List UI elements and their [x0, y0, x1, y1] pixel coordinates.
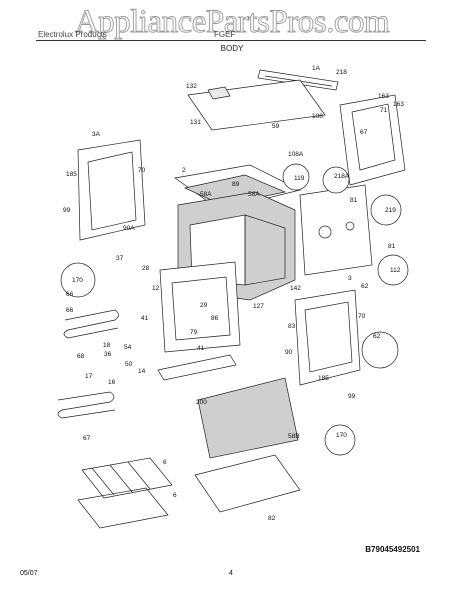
diagram-reference: B79045492501: [365, 545, 420, 554]
detail-circle-62: [361, 331, 399, 369]
part-number-label: 14: [138, 368, 146, 375]
base-pan-part: [194, 454, 301, 513]
part-number-label: 90: [285, 349, 293, 356]
part-number-label: 79: [190, 329, 198, 336]
header-rule: [36, 40, 426, 41]
part-number-label: 170: [72, 277, 83, 284]
part-number-label: 70: [138, 167, 146, 174]
part-number-label: 108: [312, 113, 323, 120]
part-number-label: 218A: [334, 173, 350, 180]
detail-circle-219: [370, 194, 402, 226]
part-number-label: 37: [116, 255, 124, 262]
detail-circle-112: [377, 254, 409, 286]
front-trim-part: [157, 354, 237, 381]
part-number-label: 67: [83, 435, 91, 442]
part-number-label: 18: [103, 342, 111, 349]
part-number-label: 99: [63, 207, 71, 214]
part-number-label: 108A: [288, 151, 304, 158]
part-number-label: 2: [182, 167, 186, 174]
part-number-label: 170: [336, 432, 347, 439]
part-number-label: 185: [318, 375, 329, 382]
part-number-label: 3: [348, 275, 352, 282]
part-number-label: 68: [77, 353, 85, 360]
top-panel-part: [187, 79, 326, 131]
footer-page-number: 4: [229, 570, 233, 577]
footer-date: 05/07: [20, 570, 38, 577]
part-number-label: 86: [211, 315, 219, 322]
part-number-label: 6: [173, 492, 177, 499]
part-number-label: 83: [288, 323, 296, 330]
part-number-label: 41: [197, 345, 205, 352]
part-number-label: 54: [124, 344, 132, 351]
part-number-label: 127: [253, 303, 264, 310]
part-number-label: 90A: [123, 225, 135, 232]
part-number-label: 81: [350, 197, 358, 204]
part-number-label: 185: [66, 171, 77, 178]
part-number-label: 3A: [92, 131, 101, 138]
part-number-label: 67: [360, 129, 368, 136]
part-number-label: 59: [272, 123, 280, 130]
part-number-label: 58B: [288, 433, 300, 440]
part-number-label: 62: [373, 333, 381, 340]
part-number-label: 41: [141, 315, 149, 322]
part-number-label: 29: [200, 302, 208, 309]
part-number-label: 28: [142, 265, 150, 272]
part-number-label: 36: [104, 351, 112, 358]
part-number-label: 6: [163, 459, 167, 466]
part-number-label: 219: [385, 207, 396, 214]
part-number-label: 142: [290, 285, 301, 292]
part-number-label: 200: [196, 399, 207, 406]
bake-element-part: [63, 309, 119, 339]
door-frame-part: [159, 261, 241, 353]
part-number-label: 58A: [200, 191, 212, 198]
right-side-panel-part: [294, 289, 361, 386]
part-number-label: 50: [125, 361, 133, 368]
rear-panel-part: [339, 94, 406, 186]
part-number-label: 81: [388, 243, 396, 250]
part-number-label: 82: [268, 515, 276, 522]
part-number-label: 12: [152, 285, 160, 292]
part-number-label: 1A: [312, 65, 321, 72]
detail-circle-218a: [322, 166, 350, 194]
part-number-label: 70: [358, 313, 366, 320]
detail-circle-170b: [324, 424, 356, 456]
part-number-label: 132: [186, 83, 197, 90]
part-number-label: 131: [190, 119, 201, 126]
detail-circle-170: [60, 262, 96, 298]
part-number-label: 58A: [248, 191, 260, 198]
header-model: FGEF: [214, 30, 236, 39]
bottom-insulation-part: [197, 377, 299, 459]
part-number-label: 71: [380, 107, 388, 114]
section-title: BODY: [220, 44, 244, 53]
part-number-label: 62: [361, 283, 369, 290]
control-panel-part: [299, 184, 373, 276]
oven-rack-part: [77, 457, 173, 529]
part-number-label: 112: [390, 267, 401, 274]
part-number-label: 163: [393, 101, 404, 108]
part-number-label: 16: [108, 379, 116, 386]
insulation-top-part: [174, 164, 302, 211]
header-brand: Electrolux Products: [38, 30, 107, 39]
part-number-label: 163: [378, 93, 389, 100]
part-number-label: 119: [294, 175, 305, 182]
part-number-label: 66: [66, 291, 74, 298]
part-number-label: 17: [85, 373, 93, 380]
part-number-label: 218: [336, 69, 347, 76]
broil-element-part: [57, 391, 116, 419]
detail-circle-119: [282, 163, 310, 191]
part-number-label: 99: [348, 393, 356, 400]
left-side-panel-part: [77, 139, 146, 241]
part-number-label: 89: [232, 181, 240, 188]
part-number-label: 66: [66, 307, 74, 314]
